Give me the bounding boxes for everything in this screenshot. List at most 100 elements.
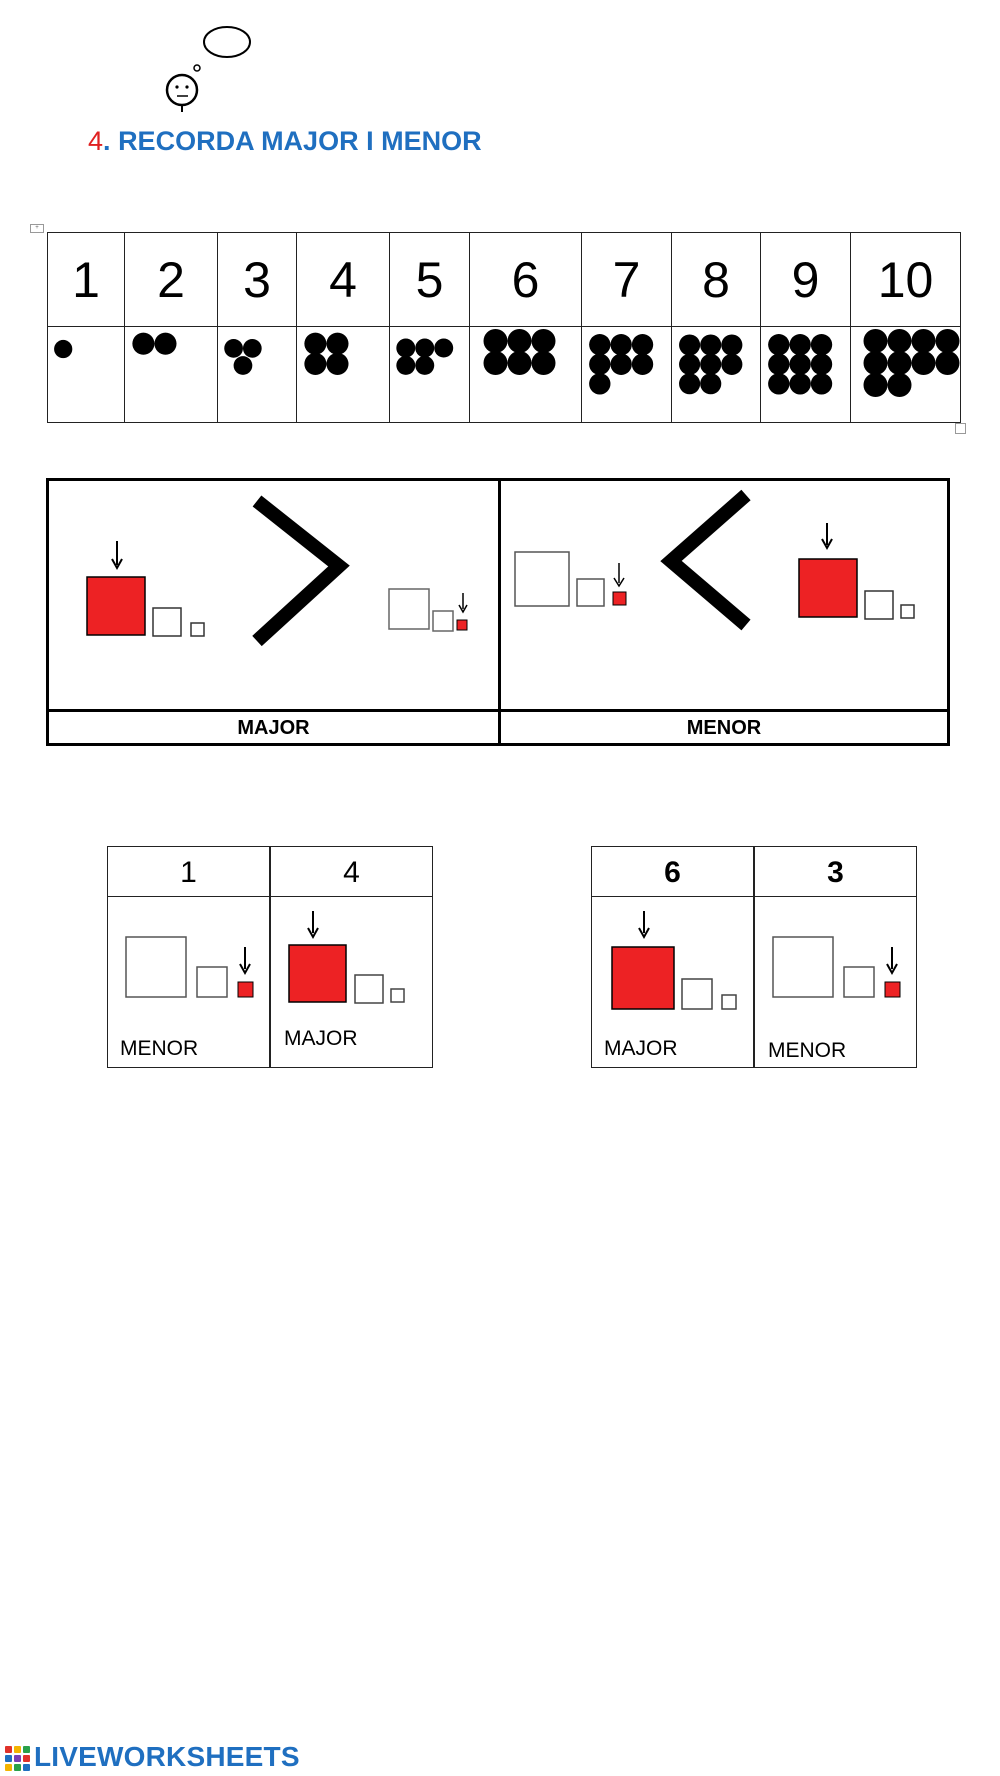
counting-dot [507,351,532,375]
counting-dot [631,334,654,356]
counting-dot [721,334,743,356]
dot-row [47,326,961,423]
comparison-divider [498,481,501,743]
number-cell: 3 [217,232,297,327]
big-square [388,588,430,630]
thinking-face-icon [165,26,251,112]
heading-title: RECORDA MAJOR I MENOR [118,126,482,156]
counting-dot [700,373,722,395]
example-word-right: MENOR [768,1039,847,1062]
number-cell: 4 [296,232,390,327]
dot-group [483,329,556,375]
down-arrow-icon [239,947,251,976]
dots-cell [850,326,961,423]
heading-separator: . [103,126,111,156]
counting-dot [810,373,833,395]
table-resize-handle [955,423,966,434]
counting-dot [863,373,888,397]
major-label: MAJOR [49,709,498,743]
counting-dot [810,334,833,356]
dot-group [589,334,654,395]
small-red-square [456,619,468,631]
smallest-highlight-figure [125,936,254,998]
counting-dot [911,329,936,353]
down-arrow-icon [886,947,898,976]
example-table-2: 6 3 MAJOR MENOR [591,846,917,1068]
counting-dot [610,334,632,356]
counting-dot [789,334,811,356]
counting-dot [589,353,611,375]
dot-group [396,338,454,375]
dot-group [224,339,262,375]
liveworksheets-brand[interactable]: LIVEWORKSHEETS [34,1741,300,1772]
counting-dot [911,351,936,375]
greater-than-panel [86,495,468,647]
dots-cell [124,326,218,423]
number-cell: 2 [124,232,218,327]
example-number-right: 4 [271,847,432,897]
largest-highlight-figure [288,911,405,1004]
counting-dot [415,355,435,375]
table-move-handle: + [30,224,44,233]
down-arrow-icon [613,563,625,588]
dot-group [132,332,177,355]
heading-number: 4 [88,126,104,156]
counting-dot [863,351,888,375]
medium-square [864,590,894,620]
big-square [514,551,570,607]
example-number-left: 1 [108,847,269,897]
counting-dot [396,355,416,375]
counting-dot [304,332,327,355]
counting-dot [326,332,349,355]
counting-dot [483,351,508,375]
example-number-left: 6 [592,847,753,897]
counting-dot [434,338,454,358]
comparison-box: MAJOR MENOR [46,478,950,746]
counting-dot [887,351,912,375]
dots-cell [760,326,851,423]
counting-dot [531,351,556,375]
counting-dot [789,353,811,375]
big-red-square [798,558,858,618]
small-square [190,622,205,637]
dots-cell [671,326,761,423]
dot-group [54,339,73,359]
counting-dot [789,373,811,395]
example-divider [753,847,755,1067]
page-heading: 4. RECORDA MAJOR I MENOR [88,126,482,157]
largest-highlight-figure [611,911,737,1010]
example-word-left: MAJOR [604,1037,678,1060]
counting-dot [679,353,701,375]
example-table-1: 1 4 MENOR MAJOR [107,846,433,1068]
dot-group [304,332,349,375]
example-divider [269,847,271,1067]
counting-dot [326,352,349,375]
down-arrow-icon [111,541,123,571]
dots-cell [47,326,125,423]
counting-dot [887,373,912,397]
number-cell: 9 [760,232,851,327]
dots-cell [296,326,390,423]
counting-dot [935,329,960,353]
dots-cell [217,326,297,423]
medium-square [432,610,454,632]
counting-dot [631,353,654,375]
dots-cell [389,326,470,423]
counting-dot [679,334,701,356]
counting-dot [768,373,790,395]
dot-group [863,329,960,397]
counting-dot [396,338,416,358]
counting-dot [700,334,722,356]
down-arrow-icon [821,523,833,551]
small-square [900,604,915,619]
counting-dot [132,332,155,355]
down-arrow-icon [458,593,468,614]
number-cell: 10 [850,232,961,327]
small-red-square [612,591,627,606]
less-than-panel [514,489,915,631]
counting-dot [887,329,912,353]
down-arrow-icon [307,911,319,940]
number-cell: 1 [47,232,125,327]
